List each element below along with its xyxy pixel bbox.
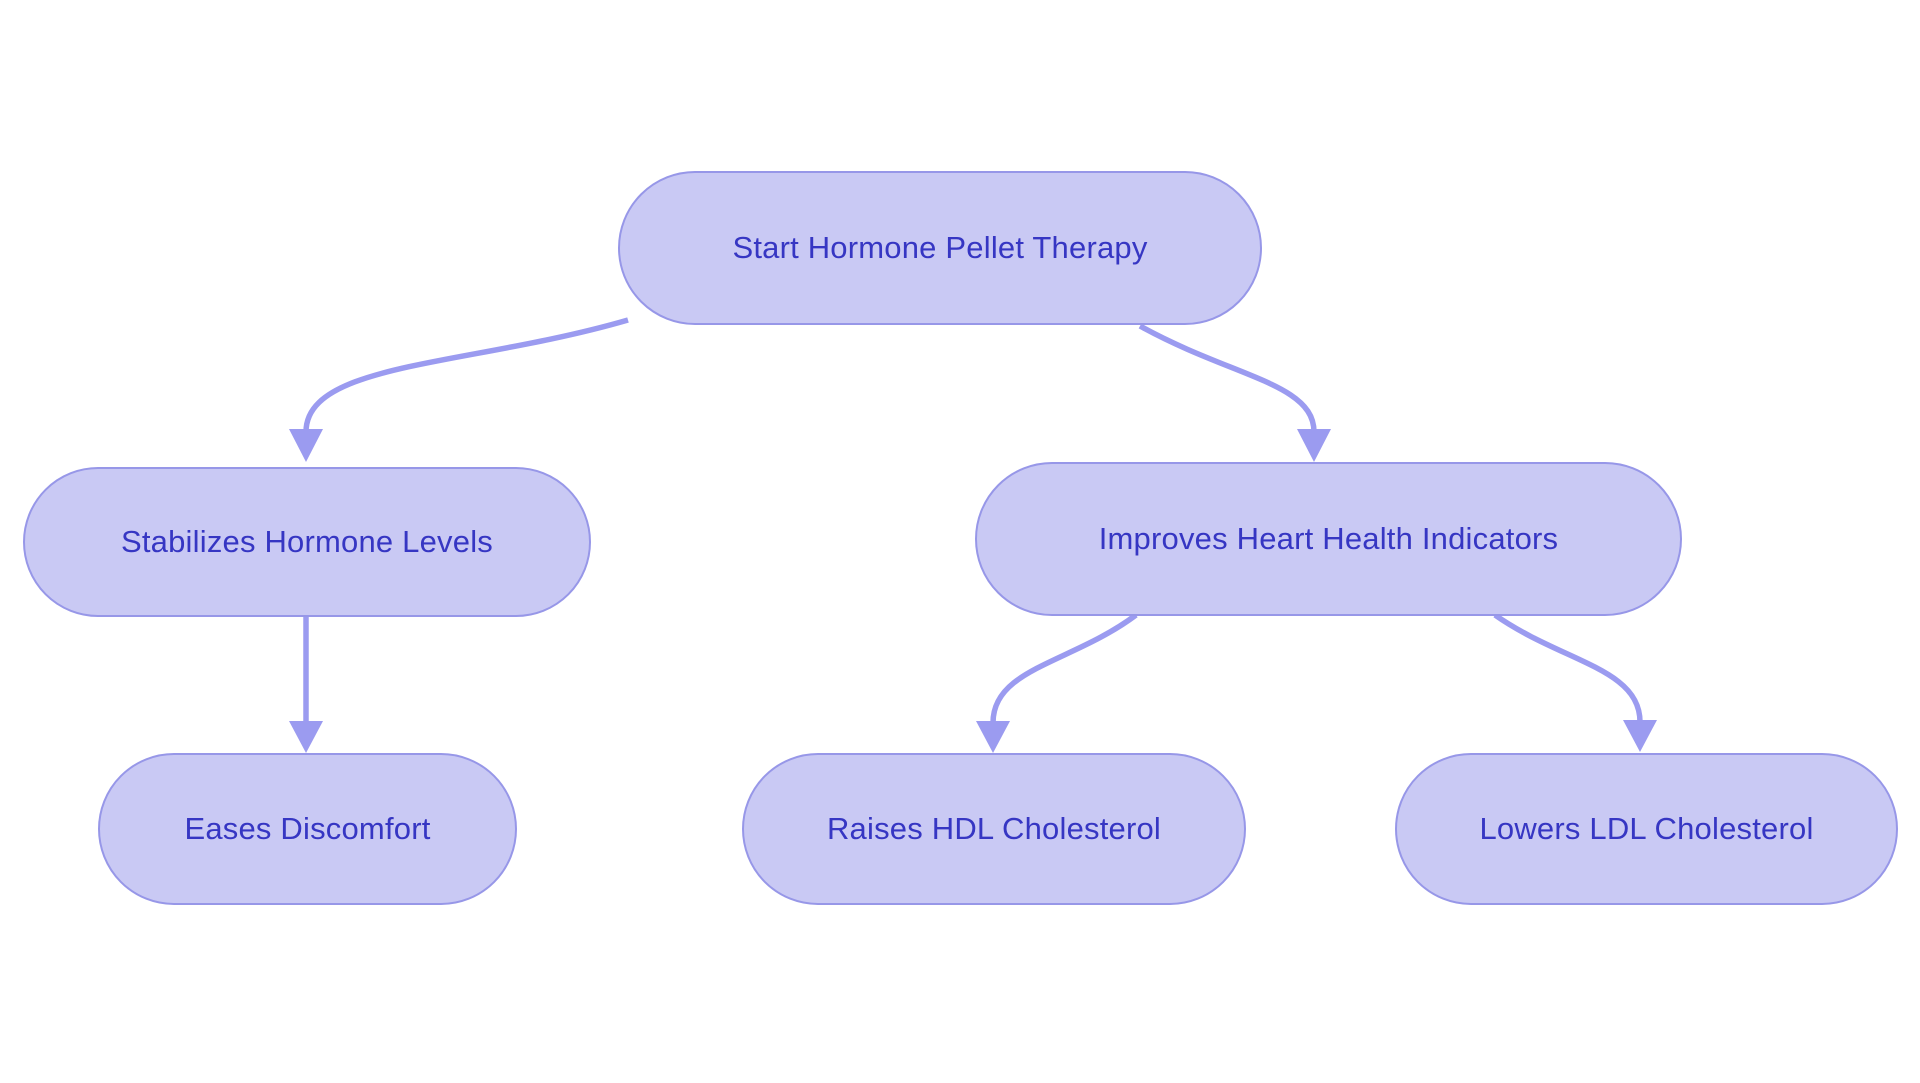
node-label: Stabilizes Hormone Levels: [120, 524, 493, 560]
edge-start-to-improves: [1138, 323, 1331, 462]
node-label: Raises HDL Cholesterol: [826, 811, 1162, 847]
node-label: Eases Discomfort: [184, 811, 431, 847]
arrowhead-icon: [1297, 429, 1331, 462]
node-improves-heart-health-indicators: Improves Heart Health Indicators: [975, 462, 1682, 616]
edge-improves-to-lowers: [1493, 612, 1657, 752]
edge-improves-to-raises: [976, 612, 1138, 753]
edge-start-to-stabilizes: [289, 317, 629, 462]
arrowhead-icon: [976, 721, 1010, 753]
node-label: Improves Heart Health Indicators: [1098, 521, 1559, 557]
node-raises-hdl-cholesterol: Raises HDL Cholesterol: [742, 753, 1246, 905]
arrowhead-icon: [289, 721, 323, 753]
node-lowers-ldl-cholesterol: Lowers LDL Cholesterol: [1395, 753, 1898, 905]
node-eases-discomfort: Eases Discomfort: [98, 753, 517, 905]
node-label: Start Hormone Pellet Therapy: [732, 230, 1148, 266]
edge-stabilizes-to-eases: [289, 615, 323, 753]
arrowhead-icon: [1623, 720, 1657, 752]
node-stabilizes-hormone-levels: Stabilizes Hormone Levels: [23, 467, 591, 617]
node-label: Lowers LDL Cholesterol: [1479, 811, 1814, 847]
node-start-hormone-pellet-therapy: Start Hormone Pellet Therapy: [618, 171, 1262, 325]
arrowhead-icon: [289, 429, 323, 462]
